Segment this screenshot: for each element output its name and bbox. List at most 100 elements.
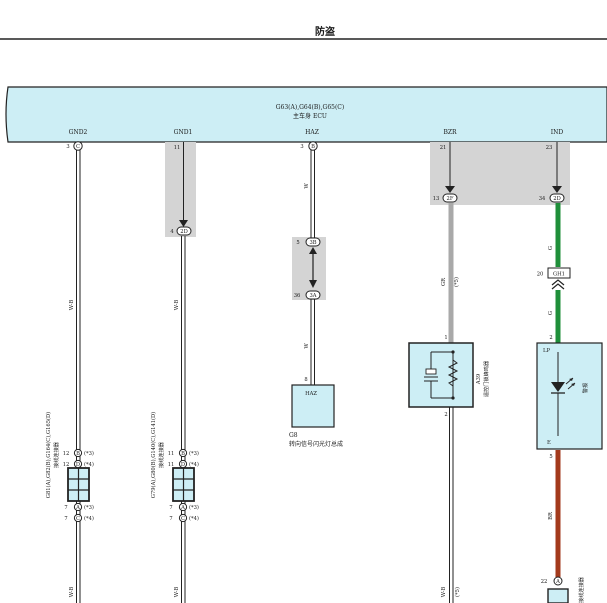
haz-wire2-color: W: [304, 343, 310, 349]
haz-comp-pin: 8: [304, 377, 307, 383]
bzr-comp-pin-top: 1: [444, 335, 447, 341]
ecu-terminal-gnd2: GND2: [69, 129, 88, 136]
gnd2-j-conn-3: A: [75, 505, 80, 511]
haz-arrow-up: [309, 247, 317, 254]
ind-bot-label: 接线连接器: [577, 576, 585, 603]
gnd1-j-note-1: (*3): [189, 450, 199, 457]
gnd2-jconn-name: 接线连接器: [52, 441, 60, 468]
gnd2-j-conn-4: C: [76, 516, 80, 522]
circuit-bzr: 21 2F 13 GR (*5) 1 2 A39 遥控门锁蜂鸣器 W-B (*5…: [408, 142, 490, 603]
gnd2-j-note-2: (*4): [84, 461, 94, 468]
gnd2-top-conn: C: [76, 144, 80, 150]
gnd2-j-conn-1: B: [76, 451, 80, 457]
ind-mid-pin: 34: [539, 196, 546, 202]
bzr-bottom-wire: W-B: [441, 587, 447, 598]
haz-conn-a-pin: 5: [296, 240, 299, 246]
gnd2-jconn-list: G81(A),G82(B),G164(C),G165(D): [45, 412, 52, 498]
ind-bot-conn: A: [555, 579, 560, 585]
gnd1-mid-pin: 4: [170, 229, 174, 235]
ind-mid-conn: 2D: [553, 196, 560, 202]
gnd1-j-pin-1: 11: [168, 451, 175, 457]
gnd1-wire-color: W-B: [174, 300, 180, 311]
ind-conn-label: GH1: [553, 272, 565, 278]
gnd2-j-pin-1: 12: [63, 451, 70, 457]
gnd1-j-conn-4: C: [181, 516, 185, 522]
ind-bot-pin: 22: [541, 579, 548, 585]
gnd2-junction-connector: [67, 467, 90, 502]
ind-top-pin: 23: [546, 145, 553, 151]
gnd2-j-conn-2: D: [76, 462, 80, 468]
gnd1-j-conn-3: A: [180, 505, 185, 511]
gnd1-top-pin: 11: [174, 145, 181, 151]
haz-wire1-color: W: [304, 183, 310, 189]
gnd1-j-conn-1: B: [181, 451, 185, 457]
ecu-terminal-bzr: BZR: [443, 129, 457, 136]
haz-arrow-down: [309, 280, 317, 288]
bzr-bottom-note: (*5): [454, 587, 461, 597]
haz-comp-name: 转向信号闪光灯总成: [289, 440, 343, 448]
gnd2-j-pin-4: 7: [64, 516, 67, 522]
gnd2-top-pin: 3: [66, 144, 69, 150]
ecu-terminal-haz: HAZ: [305, 129, 319, 136]
gnd1-j-pin-3: 7: [169, 505, 172, 511]
ind-comp-pin-top: 2: [549, 335, 552, 341]
ind-wire3-color: BR: [548, 511, 554, 520]
ind-comp-name: 警报: [581, 383, 589, 393]
ecu-connectors-label: G63(A),G64(B),G65(C): [276, 104, 344, 111]
gnd2-j-pin-2: 12: [63, 462, 70, 468]
gnd2-j-note-1: (*3): [84, 450, 94, 457]
haz-comp-id: G8: [289, 432, 298, 439]
led-icon: [551, 382, 565, 392]
ind-comp-term-top: LP: [543, 348, 550, 354]
circuit-ind: 23 2D 34 G GH1 20 G 2 LP 警报 E 5 BR: [536, 142, 603, 603]
ind-wire2-color: G: [548, 311, 554, 315]
ind-comp-term-bot: E: [547, 440, 551, 446]
haz-conn-a: 3B: [309, 240, 316, 246]
ecu-terminal-gnd1: GND1: [174, 129, 193, 136]
ind-inline-connector: [547, 267, 571, 279]
ind-wire1-color: G: [548, 246, 554, 250]
gnd1-j-note-4: (*4): [189, 515, 199, 522]
circuit-gnd1: 11 2D 4 W-B G79(A),G80(B),G140(C),G141(D…: [150, 142, 199, 603]
gnd1-bottom-wire: W-B: [174, 587, 180, 598]
gnd1-mid-conn: 2D: [180, 229, 187, 235]
gnd1-j-pin-4: 7: [169, 516, 172, 522]
bzr-wire-color: GR: [441, 277, 447, 286]
bzr-top-pin: 21: [440, 145, 447, 151]
gnd1-j-note-3: (*3): [189, 504, 199, 511]
ecu-block: G63(A),G64(B),G65(C) 主车身 ECU GND2 GND1 H…: [5, 86, 607, 143]
gnd2-j-pin-3: 7: [64, 505, 67, 511]
bzr-comp-name: 遥控门锁蜂鸣器: [482, 360, 490, 397]
gnd1-j-note-2: (*4): [189, 461, 199, 468]
haz-top-pin: 3: [300, 144, 303, 150]
gnd1-jconn-name: 接线连接器: [157, 441, 165, 468]
gnd1-jconn-list: G79(A),G80(B),G140(C),G141(D): [150, 412, 157, 498]
gnd1-j-pin-2: 11: [168, 462, 175, 468]
haz-comp-terminal: HAZ: [305, 391, 317, 397]
gnd1-j-conn-2: D: [181, 462, 185, 468]
bzr-comp-id: A39: [476, 374, 482, 385]
ind-bottom-junction: [547, 588, 569, 603]
ind-conn-pin: 20: [537, 272, 544, 278]
haz-flasher-box: [291, 384, 335, 428]
haz-conn-b-pin: 36: [294, 293, 301, 299]
ind-comp-pin-bot: 5: [549, 454, 552, 460]
ecu-terminal-ind: IND: [551, 129, 564, 136]
gnd2-bottom-wire: W-B: [69, 587, 75, 598]
circuit-haz: B 3 W 3B 5 3A 36 W 8 HAZ G8 转向信号闪光灯总成: [289, 141, 343, 448]
gnd2-wire-color: W-B: [69, 300, 75, 311]
haz-top-conn: B: [311, 144, 315, 150]
bzr-note: (*5): [453, 277, 460, 287]
shade-haz: [292, 237, 326, 300]
buzzer-component: [408, 342, 474, 408]
bzr-mid-conn: 2F: [447, 196, 454, 202]
page-title: 防盗: [315, 25, 335, 38]
indicator-component: [536, 342, 603, 450]
haz-conn-b: 3A: [309, 293, 316, 299]
bzr-arrow: [445, 186, 455, 193]
circuit-gnd2: C 3 W-B G81(A),G82(B),G164(C),G165(D) 接线…: [45, 141, 94, 603]
gnd1-arrow: [179, 220, 188, 227]
shade-gnd1: [165, 142, 196, 237]
ecu-name-label: 主车身 ECU: [293, 112, 327, 120]
